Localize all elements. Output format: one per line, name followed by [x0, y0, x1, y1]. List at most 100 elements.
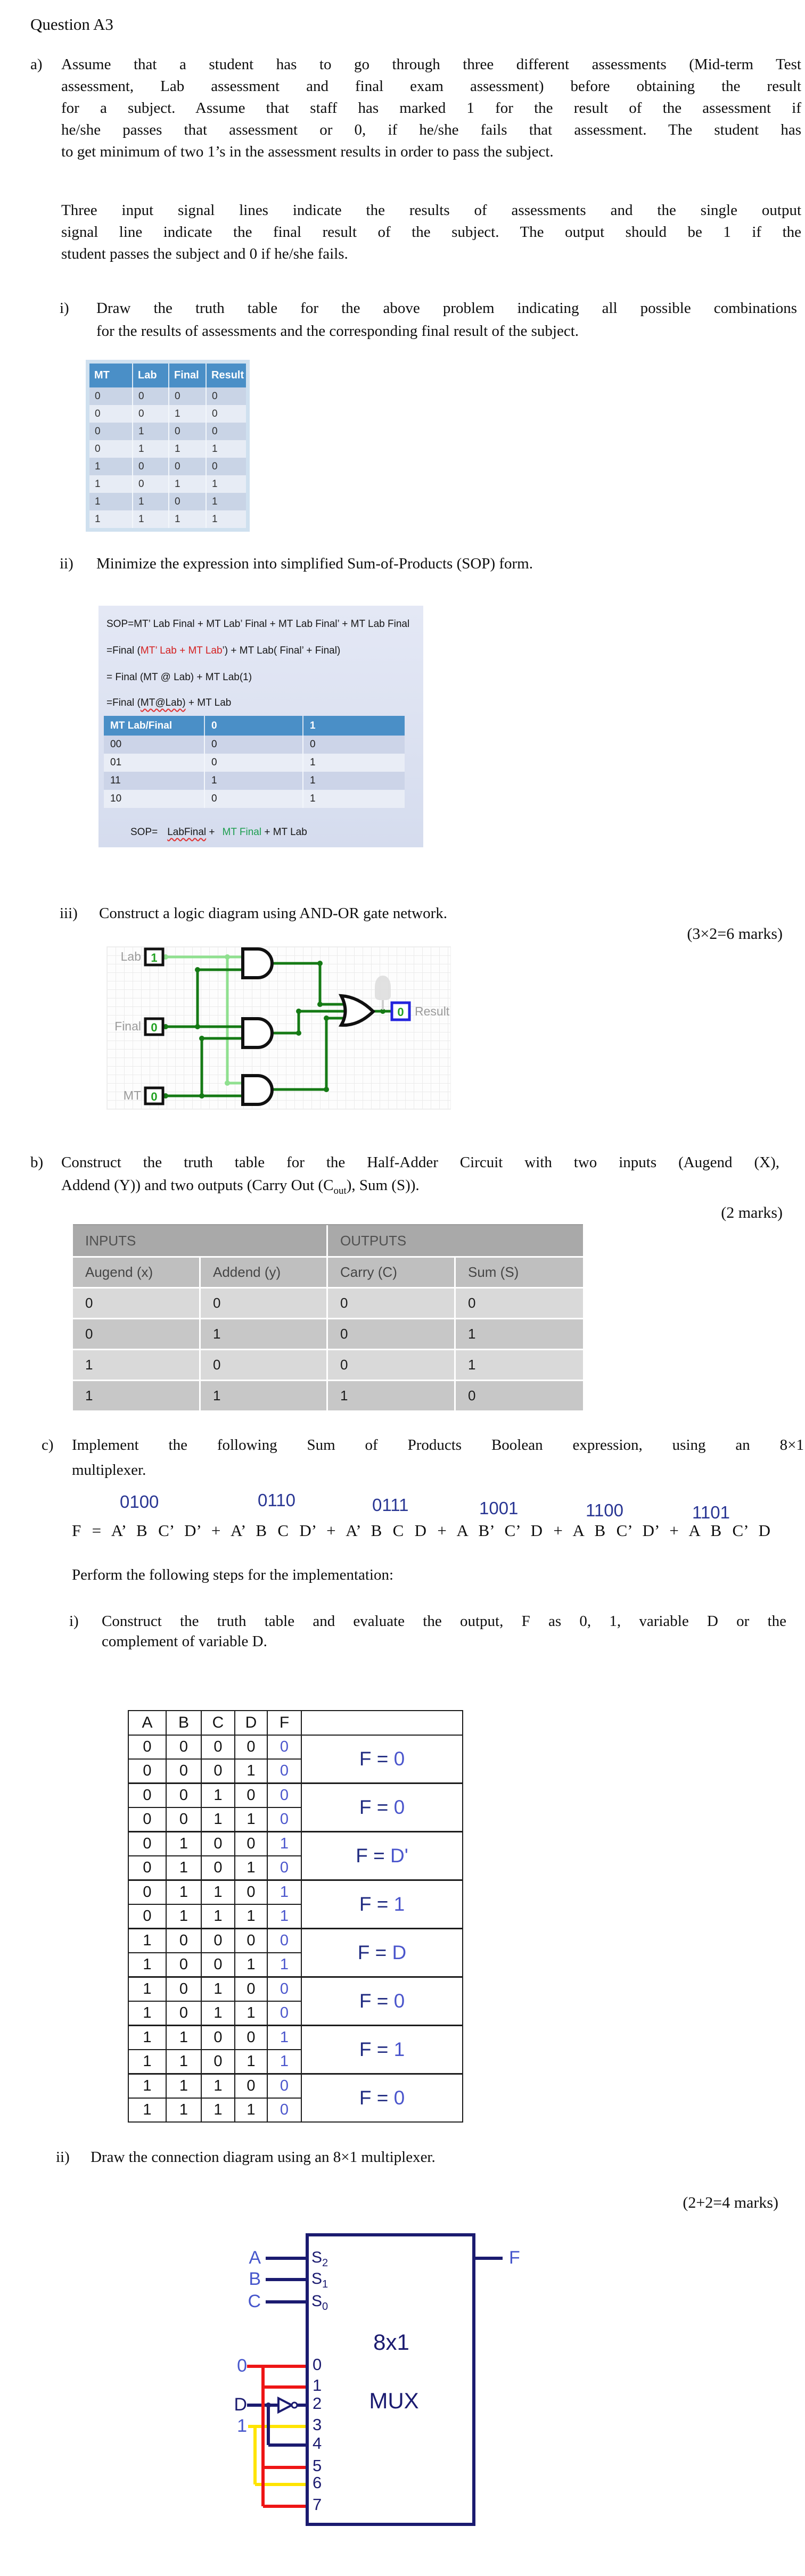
f-value-cell: 0 [267, 1807, 302, 1832]
table-cell: 0 [212, 426, 218, 437]
input-value-cell: 1 [128, 2049, 167, 2075]
part-a-line: Assume that a student has to go through … [61, 56, 801, 73]
final-input-value[interactable]: 0 [151, 1021, 158, 1034]
item-cii-text: Draw the connection diagram using an 8×1… [91, 2149, 436, 2166]
table-cell: 1 [468, 1326, 476, 1342]
f-value-cell: 0 [267, 1928, 302, 1953]
table-cell: 1 [133, 510, 169, 528]
table-cell: 0 [169, 423, 207, 440]
logic-diagram: Lab 1 Final 0 MT 0 0 Result [106, 946, 451, 1110]
sop-line-3: = Final (MT @ Lab) + MT Lab(1) [106, 672, 252, 683]
minterm-label: 1100 [586, 1500, 623, 1520]
led-probe-icon [375, 976, 391, 1000]
table-cell: 1 [73, 1350, 201, 1380]
minterm-label: 1101 [692, 1502, 730, 1522]
input-value-cell: 1 [234, 2001, 268, 2026]
column-header: F [267, 1710, 302, 1736]
column-header: Augend (x) [73, 1258, 201, 1287]
marks-c: (2+2=4 marks) [683, 2194, 778, 2211]
input-value-cell: 0 [201, 1855, 235, 1881]
input-value-cell: 1 [234, 1758, 268, 1784]
final-input-box[interactable] [144, 1017, 165, 1036]
minterm-label: 0111 [372, 1495, 409, 1515]
table-cell: 1 [468, 1357, 476, 1373]
kmap-header-cell: 0 [205, 716, 303, 736]
f-annotation: F = 1 [301, 2025, 463, 2075]
part-b-label: b) [30, 1154, 44, 1171]
mux-data-pin-3: 3 [313, 2415, 322, 2434]
input-value-cell: 0 [234, 1782, 268, 1808]
sop-result-line: SOP=LabFinal +MT Final + MT Lab [130, 827, 307, 838]
kmap-header: MT Lab/Final 0 1 [104, 716, 405, 736]
selector-wires [266, 2257, 503, 2303]
input-value-cell: 1 [234, 1855, 268, 1881]
select-pin-s0: S0 [311, 2292, 328, 2313]
table-cell: 0 [89, 423, 133, 440]
input-value-cell: 1 [234, 1807, 268, 1832]
mux-data-pin-4: 4 [313, 2434, 322, 2453]
input-value-cell: 0 [234, 1976, 268, 2002]
table-cell: 0 [133, 387, 169, 405]
lab-input-box[interactable] [144, 947, 165, 967]
input-value-cell: 0 [234, 1879, 268, 1905]
half-adder-column-headers: Augend (x) Addend (y) Carry (C) Sum (S) [73, 1258, 583, 1289]
part-c-label: c) [42, 1436, 54, 1454]
select-input-a: A [249, 2248, 261, 2268]
input-value-cell: 0 [166, 1782, 202, 1808]
and-gates [241, 947, 274, 1106]
f-value-cell: 1 [267, 1879, 302, 1905]
table-cell: 0 [328, 1319, 456, 1349]
table-cell: 0 [169, 493, 207, 510]
input-value-cell: 0 [128, 1855, 167, 1881]
input-value-cell: 1 [166, 1879, 202, 1905]
input-value-cell: 0 [234, 1928, 268, 1953]
table-cell: 0 [212, 408, 218, 419]
f-value-cell: 0 [267, 1855, 302, 1881]
item-i-line: for the results of assessments and the c… [96, 323, 579, 340]
outputs-group-header: OUTPUTS [340, 1233, 407, 1249]
item-ci-line: complement of variable D. [102, 1633, 267, 1650]
half-adder-group-header: INPUTS OUTPUTS [73, 1225, 583, 1258]
mt-input-box[interactable] [144, 1086, 165, 1105]
mux-title-8x1: 8x1 [373, 2330, 409, 2355]
part-a-label: a) [30, 56, 43, 73]
table-cell: 0 [212, 391, 218, 402]
sop-result-term1: LabFinal [167, 827, 207, 838]
f-value-cell: 1 [267, 2049, 302, 2075]
mt-input-value[interactable]: 0 [151, 1090, 158, 1103]
or-gate [338, 994, 376, 1027]
part-a-line: for a subject. Assume that staff has mar… [61, 100, 801, 117]
input-value-cell: 0 [201, 2025, 235, 2050]
kmap-row-label: 00 [104, 736, 205, 754]
table-cell: 0 [468, 1388, 476, 1403]
kmap-cell: 1 [310, 793, 316, 804]
table-cell: 0 [133, 475, 169, 493]
table-cell: 1 [89, 475, 133, 493]
and-gate-3 [241, 1074, 274, 1106]
column-header: MT [89, 364, 133, 387]
input-value-cell: 1 [166, 1831, 202, 1856]
input-value-cell: 0 [128, 1782, 167, 1808]
f-annotation: F = 0 [301, 1782, 463, 1832]
table-cell: 0 [169, 458, 207, 475]
table-cell: 1 [169, 405, 207, 423]
lab-input-value[interactable]: 1 [151, 951, 158, 964]
input-value-cell: 1 [201, 2001, 235, 2026]
input-value-cell: 0 [128, 1879, 167, 1905]
f-value-cell: 1 [267, 1952, 302, 1978]
mux-data-pin-5: 5 [313, 2456, 322, 2475]
part-b-line: Addend (Y)) and two outputs (Carry Out (… [61, 1177, 420, 1196]
